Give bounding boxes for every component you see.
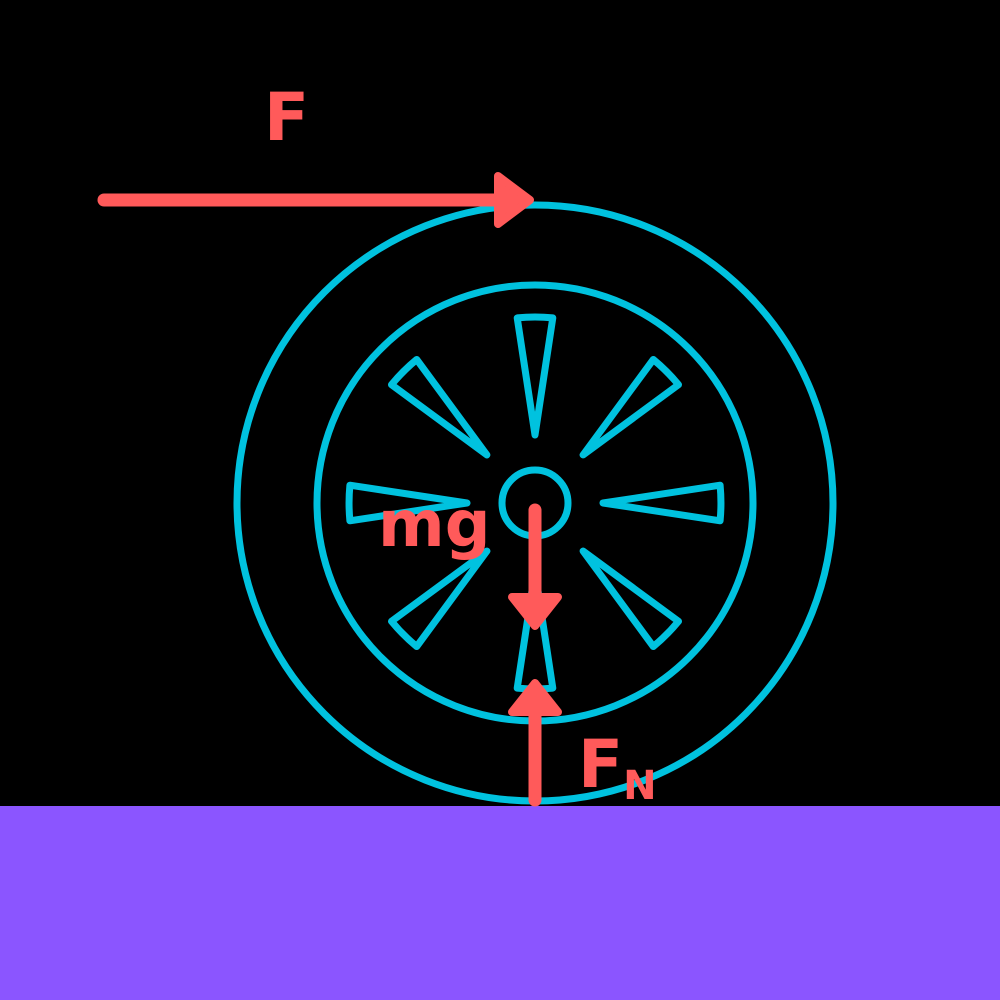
normal-force: FN: [508, 679, 657, 809]
weight-force: mg: [378, 488, 562, 630]
applied-force-arrow-head: [494, 172, 534, 228]
rim-window: [388, 547, 491, 650]
applied-force-label: F: [264, 79, 309, 156]
rim-window: [579, 547, 682, 650]
rim-window: [579, 356, 682, 459]
applied-force: F: [97, 79, 534, 228]
rim-window: [599, 481, 725, 525]
rim-spoke-windows: [345, 313, 725, 693]
rim-window: [513, 313, 557, 439]
weight-label: mg: [378, 488, 491, 562]
rim-window: [345, 481, 471, 525]
weight-arrow-head: [508, 593, 562, 630]
normal-force-label-subscript: N: [623, 763, 656, 809]
normal-force-label: FN: [578, 726, 657, 809]
normal-force-label-main: F: [578, 726, 623, 803]
ground: [0, 806, 1000, 1000]
normal-arrow-head: [508, 679, 562, 716]
rim-window: [388, 356, 491, 459]
